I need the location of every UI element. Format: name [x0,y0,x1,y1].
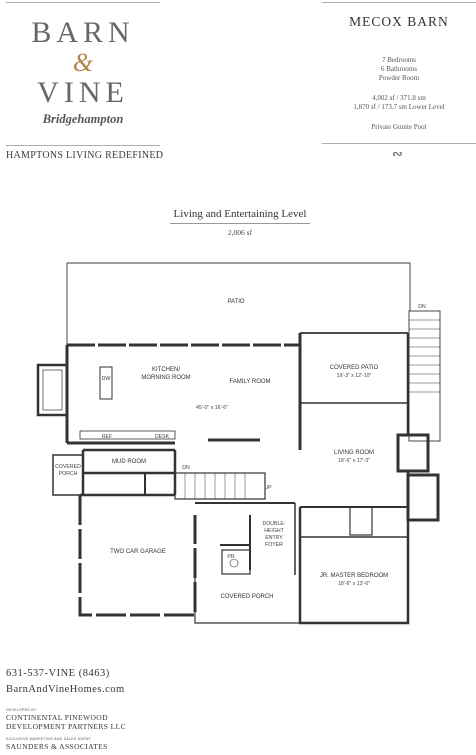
label-living-room: LIVING ROOM [334,450,374,456]
label-mud-room: MUD ROOM [112,459,146,465]
label-foyer-2: HEIGHT [264,528,284,534]
label-covered-patio: COVERED PATIO [330,365,379,371]
label-up-stair: UP [264,485,272,491]
tagline-rule [6,145,160,146]
spec-powder: Powder Room [378,74,420,82]
label-family-room: FAMILY ROOM [229,379,270,385]
credit-agent-label: EXCLUSIVE MARKETING AND SALES AGENT [6,737,92,741]
label-foyer-4: FOYER [265,542,283,548]
spec-area-lower: 1,870 sf / 173.7 sm Lower Level [353,103,445,111]
label-foyer-1: DOUBLE- [262,521,285,527]
label-foyer-3: ENTRY [265,535,283,541]
plan-walls [36,262,441,625]
label-living-room-dims: 18'-6" x 17'-3" [338,458,370,464]
label-kitchen-1: KITCHEN/ [152,367,180,373]
fireplace [396,433,430,473]
garage-walls [78,495,197,617]
brand-tagline: HAMPTONS LIVING REDEFINED [6,150,164,161]
credit-agent: SAUNDERS & ASSOCIATES [6,742,108,751]
brand-location: Bridgehampton [42,112,124,126]
powder-room [221,549,251,575]
top-rule-right [322,2,476,3]
label-dn-top: DN [418,304,426,310]
label-garage: TWO CAR GARAGE [110,549,166,555]
front-porch [194,575,300,624]
kitchen-island [99,366,113,400]
bay-window-seat [42,369,63,411]
spec-bathrooms: 6 Bathrooms [381,65,417,73]
interior-stair [174,472,266,500]
label-master: JR. MASTER BEDROOM [320,573,388,579]
pr-fixtures [229,558,239,568]
floor-plan: PATIO DN KITCHEN/ MORNING ROOM FAMILY RO… [36,262,441,625]
label-dw: DW [102,376,111,382]
label-kitchen-2: MORNING ROOM [141,375,190,381]
chimney-box [406,473,440,522]
interior-stair-treads [184,473,246,499]
master-shower [349,506,373,536]
label-desk: DESK [155,434,170,440]
top-rule-left [6,2,160,3]
scroll-ornament-icon: ∾ [392,146,403,161]
contact-website[interactable]: BarnAndVineHomes.com [6,684,125,695]
label-ref: REF [102,434,112,440]
credit-developed-by: DEVELOPED BY [6,708,37,712]
label-pr: PR [227,554,234,560]
level-title-rule [170,223,310,224]
spec-pool: Private Gunite Pool [371,123,427,131]
level-title: Living and Entertaining Level [173,208,307,220]
label-side-porch-1: COVERED [55,464,81,470]
brand-line-1: BARN [31,16,135,49]
mudroom-lower [83,473,175,496]
contact-phone: 631-537-VINE (8463) [6,668,110,679]
plan-labels: PATIO DN KITCHEN/ MORNING ROOM FAMILY RO… [55,299,426,600]
label-front-porch: COVERED PORCH [220,594,273,600]
kitchen-counter [79,430,176,440]
label-patio: PATIO [227,299,244,305]
brand-ampersand: & [72,48,94,77]
patio-outline [67,262,411,311]
property-name: MECOX BARN [349,14,449,29]
label-side-porch-2: PORCH [59,471,78,477]
label-covered-patio-dims: 19'-3" x 12'-10" [337,373,372,379]
label-master-dims: 18'-6" x 13'-6" [338,581,370,587]
brand-line-2: VINE [37,76,129,109]
level-area: 2,006 sf [227,228,253,237]
spec-area-main: 4,002 sf / 371.8 sm [372,94,426,102]
bay-window [36,363,69,417]
credit-developer-1: CONTINENTAL PINEWOOD [6,713,108,722]
stair-treads [409,319,440,393]
exterior-stair [408,310,441,442]
specs-rule [322,143,476,144]
master-walls [298,507,410,625]
mudroom-walls [81,448,177,495]
credit-developer-2: DEVELOPMENT PARTNERS LLC [6,722,126,731]
label-dn-stair: DN [182,465,190,471]
label-great-dims: 45'-0" x 16'-6" [196,405,228,411]
spec-bedrooms: 7 Bedrooms [381,56,417,64]
